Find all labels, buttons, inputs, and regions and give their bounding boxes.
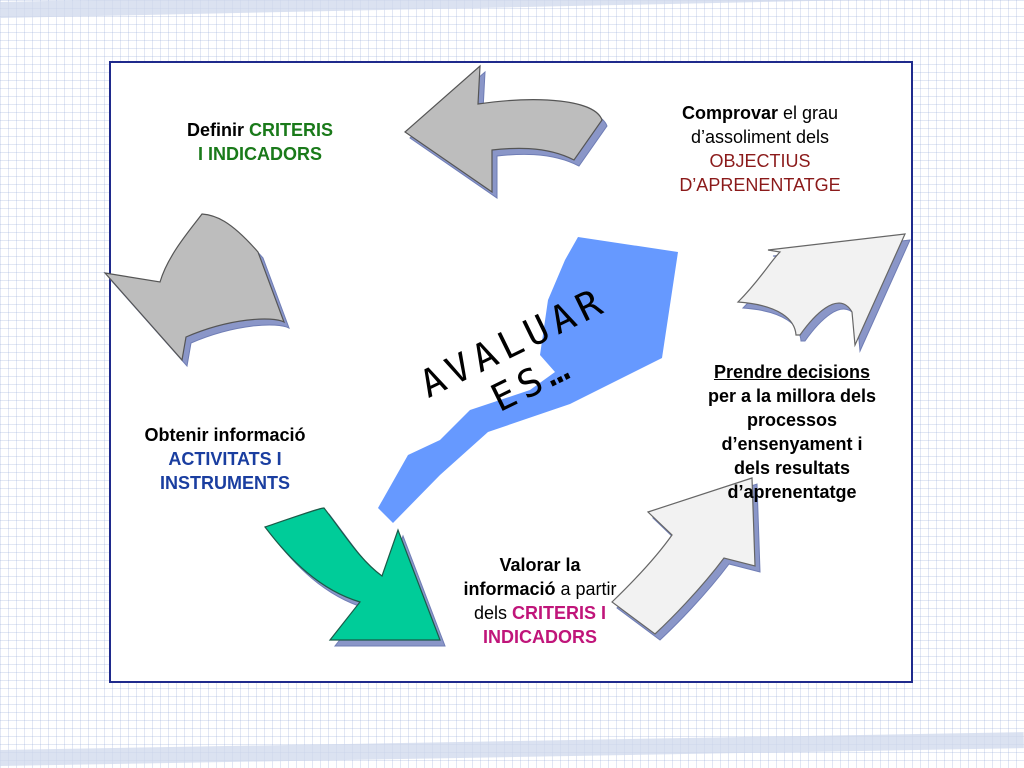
node-prendre: Prendre decisions per a la millora dels … <box>672 360 912 504</box>
definir-line-2: I INDICADORS <box>197 144 322 164</box>
node-valorar: Valorar la informació a partir dels CRIT… <box>420 553 660 649</box>
valorar-line-4: INDICADORS <box>482 627 597 647</box>
valorar-word-1: informació <box>463 579 556 599</box>
prendre-line-2: per a la millora dels <box>707 386 877 406</box>
definir-word-2: CRITERIS <box>249 120 334 140</box>
definir-word-1: Definir <box>186 120 244 140</box>
arrow-right-up <box>736 233 911 353</box>
prendre-line-1: Prendre decisions <box>713 362 871 382</box>
obtenir-line-2: ACTIVITATS I <box>168 449 282 469</box>
valorar-word-2: a partir <box>560 579 617 599</box>
arrow-bottom-green <box>264 507 446 647</box>
comprovar-line-2: d’assoliment dels <box>690 127 830 147</box>
arrow-left-down <box>103 213 290 368</box>
prendre-line-4: d’ensenyament i <box>721 434 863 454</box>
node-obtenir: Obtenir informació ACTIVITATS I INSTRUME… <box>105 423 345 495</box>
prendre-line-6: d’aprenentatge <box>727 482 857 502</box>
node-definir: Definir CRITERIS I INDICADORS <box>140 118 380 166</box>
valorar-word-3: dels <box>473 603 507 623</box>
valorar-line-1: Valorar la <box>499 555 581 575</box>
comprovar-line-4: D’APRENENTATGE <box>679 175 841 195</box>
prendre-line-3: processos <box>746 410 838 430</box>
obtenir-line-3: INSTRUMENTS <box>160 473 290 493</box>
center-arrow <box>378 237 678 523</box>
arrow-bottom-right <box>611 477 761 641</box>
arrow-top-left <box>404 64 608 199</box>
node-comprovar: Comprovar el grau d’assoliment dels OBJE… <box>630 101 890 197</box>
comprovar-word-1: Comprovar <box>681 103 778 123</box>
valorar-word-4: CRITERIS I <box>512 603 607 623</box>
comprovar-line-3: OBJECTIUS <box>709 151 811 171</box>
obtenir-line-1: Obtenir informació <box>144 425 306 445</box>
comprovar-word-2: el grau <box>783 103 839 123</box>
diagram-frame <box>109 61 913 683</box>
prendre-line-5: dels resultats <box>733 458 851 478</box>
